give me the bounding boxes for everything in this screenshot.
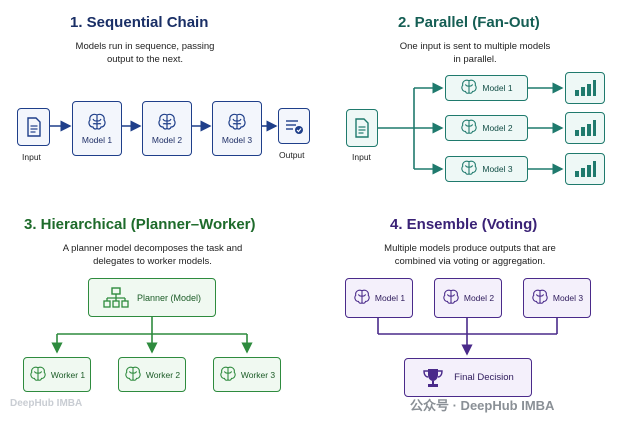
parallel-description: One input is sent to multiple models in …: [399, 41, 551, 65]
model-label: Model 2: [151, 134, 183, 145]
parallel-input-label: Input: [352, 152, 371, 162]
parallel-output-1: [565, 72, 605, 104]
sequential-model-1: Model 1: [72, 101, 122, 156]
brain-icon: [460, 79, 478, 97]
sequential-description: Models run in sequence, passing output t…: [75, 41, 215, 65]
trophy-icon: [423, 368, 443, 387]
ensemble-description: Multiple models produce outputs that are…: [384, 243, 556, 267]
document-icon: [26, 117, 41, 137]
model-label: Model 1: [374, 293, 406, 303]
sequential-input-label: Input: [22, 152, 41, 162]
sequential-output-label: Output: [279, 150, 305, 160]
worker-1: Worker 1: [23, 357, 91, 392]
brain-icon: [531, 289, 549, 307]
brain-icon: [442, 289, 460, 307]
ensemble-model-2: Model 2: [434, 278, 502, 318]
model-label: Model 3: [221, 134, 253, 145]
ensemble-title: 4. Ensemble (Voting): [390, 216, 538, 233]
ensemble-model-3: Model 3: [523, 278, 591, 318]
parallel-input-box: [346, 109, 378, 147]
sequential-output-box: [278, 108, 310, 144]
brain-icon: [227, 113, 247, 133]
checklist-icon: [286, 120, 303, 134]
model-label: Model 1: [81, 134, 113, 145]
brain-icon: [353, 289, 371, 307]
sequential-model-3: Model 3: [212, 101, 262, 156]
planner-box: Planner (Model): [88, 278, 216, 317]
brain-icon: [87, 113, 107, 133]
worker-label: Worker 3: [240, 369, 276, 380]
worker-label: Worker 2: [145, 369, 181, 380]
model-label: Model 3: [482, 164, 513, 174]
bar-chart-icon: [575, 161, 596, 177]
document-icon: [355, 118, 369, 138]
final-decision-box: Final Decision: [404, 358, 532, 397]
brain-icon: [460, 119, 478, 137]
model-label: Model 1: [482, 83, 513, 93]
hierarchical-description: A planner model decomposes the task and …: [62, 243, 243, 267]
hierarchy-icon: [103, 286, 129, 308]
parallel-output-2: [565, 112, 605, 144]
hierarchical-title: 3. Hierarchical (Planner–Worker): [24, 216, 256, 233]
parallel-model-1: Model 1: [445, 75, 528, 101]
sequential-input-box: [17, 108, 50, 146]
worker-label: Worker 1: [50, 369, 86, 380]
worker-2: Worker 2: [118, 357, 186, 392]
watermark-left: DeepHub IMBA: [10, 398, 83, 409]
bar-chart-icon: [575, 120, 596, 136]
model-label: Model 3: [552, 293, 584, 303]
brain-icon: [219, 366, 237, 384]
brain-icon: [124, 366, 142, 384]
sequential-title: 1. Sequential Chain: [70, 14, 209, 31]
bar-chart-icon: [575, 80, 596, 96]
parallel-model-3: Model 3: [445, 156, 528, 182]
brain-icon: [460, 160, 478, 178]
model-label: Model 2: [482, 123, 513, 133]
ensemble-model-1: Model 1: [345, 278, 413, 318]
watermark-right: 公众号 · DeepHub IMBA: [410, 398, 555, 413]
parallel-title: 2. Parallel (Fan-Out): [398, 14, 540, 31]
brain-icon: [157, 113, 177, 133]
planner-label: Planner (Model): [136, 292, 202, 303]
parallel-output-3: [565, 153, 605, 185]
model-label: Model 2: [463, 293, 495, 303]
worker-3: Worker 3: [213, 357, 281, 392]
parallel-model-2: Model 2: [445, 115, 528, 141]
sequential-model-2: Model 2: [142, 101, 192, 156]
final-decision-label: Final Decision: [454, 372, 514, 383]
brain-icon: [29, 366, 47, 384]
